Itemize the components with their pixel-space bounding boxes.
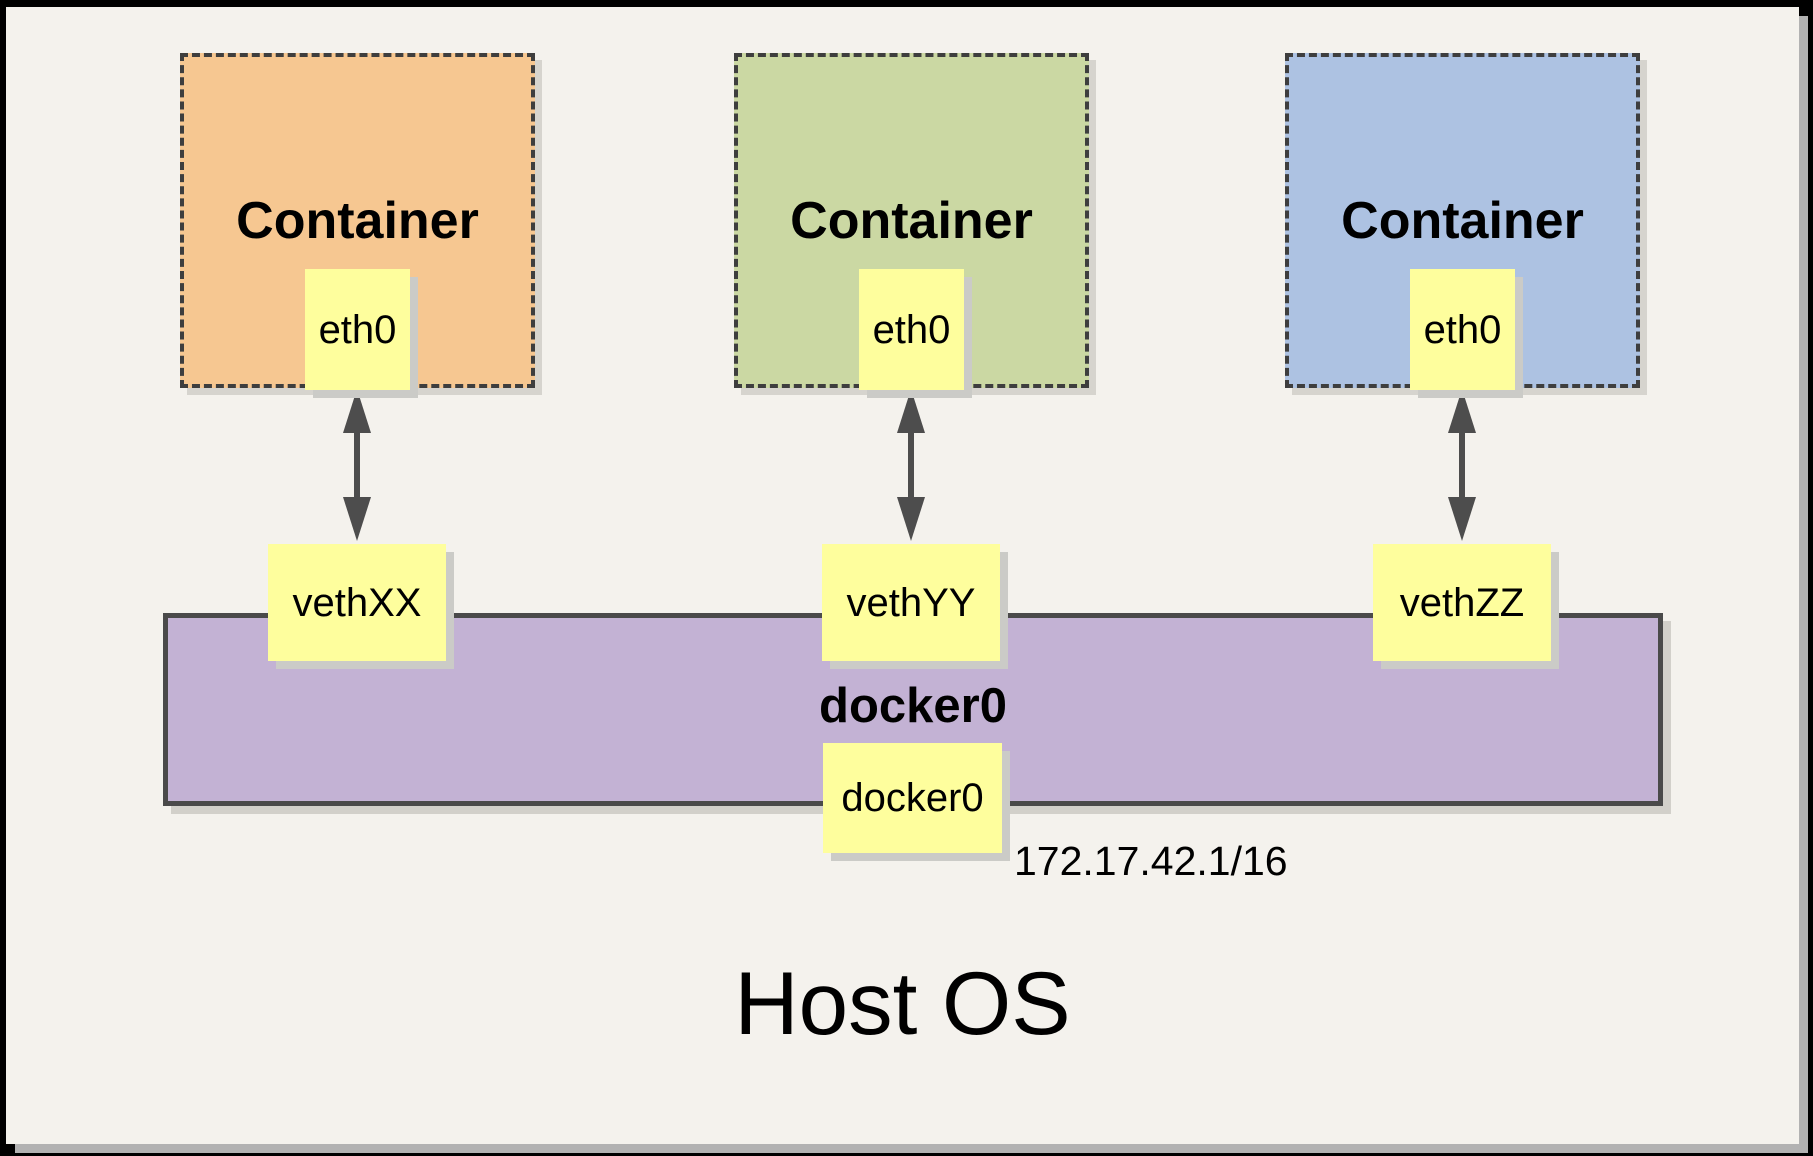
- vethxx-label: vethXX: [292, 580, 422, 625]
- eth0-note-1: eth0: [305, 269, 410, 390]
- vethyy-note: vethYY: [822, 544, 1000, 661]
- docker0-bridge-title: docker0: [819, 679, 1007, 733]
- bridge-ip-address: 172.17.42.1/16: [1014, 838, 1288, 884]
- docker0-interface-note: docker0: [823, 743, 1002, 853]
- bidirectional-arrow-icon-3: [1442, 389, 1482, 541]
- container-3-title: Container: [1341, 192, 1584, 250]
- host-os-title: Host OS: [734, 953, 1071, 1053]
- bidirectional-arrow-icon-1: [337, 389, 377, 541]
- docker0-interface-label: docker0: [841, 776, 984, 820]
- eth0-note-3: eth0: [1410, 269, 1515, 390]
- vethxx-note: vethXX: [268, 544, 446, 661]
- eth0-label-2: eth0: [872, 307, 951, 352]
- eth0-note-2: eth0: [859, 269, 964, 390]
- eth0-label-1: eth0: [318, 307, 397, 352]
- container-2-title: Container: [790, 192, 1033, 250]
- host-os-panel: Container Container Container eth0 eth0 …: [6, 7, 1799, 1144]
- bidirectional-arrow-icon-2: [891, 389, 931, 541]
- vethzz-note: vethZZ: [1373, 544, 1551, 661]
- container-1-title: Container: [236, 192, 479, 250]
- eth0-label-3: eth0: [1423, 307, 1502, 352]
- vethyy-label: vethYY: [846, 580, 976, 625]
- vethzz-label: vethZZ: [1399, 580, 1525, 625]
